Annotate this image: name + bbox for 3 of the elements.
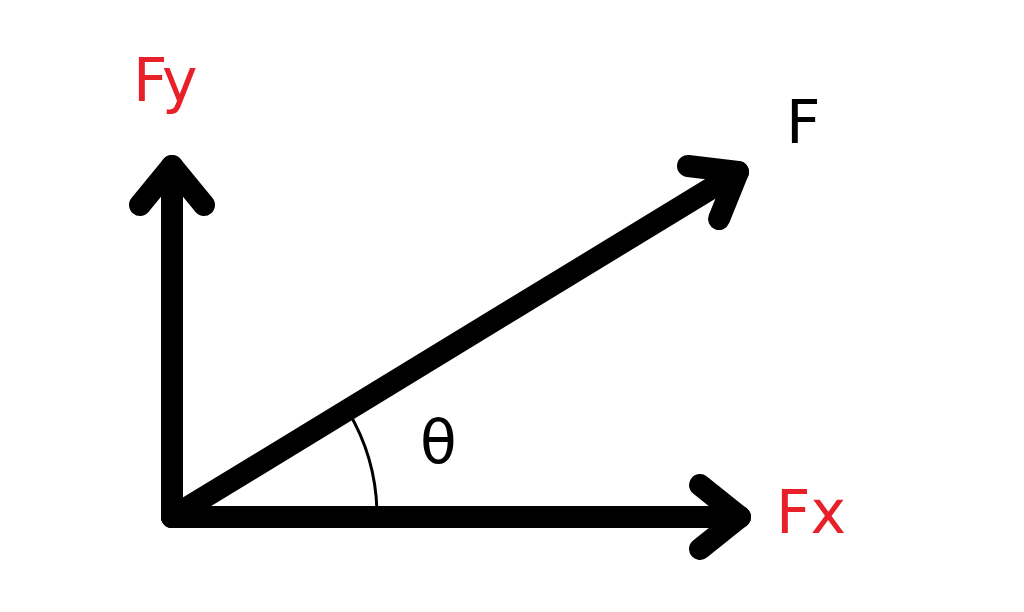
force-label: Fx [776,482,847,542]
force-label: F [786,92,821,152]
angle-label: θ [420,412,457,472]
